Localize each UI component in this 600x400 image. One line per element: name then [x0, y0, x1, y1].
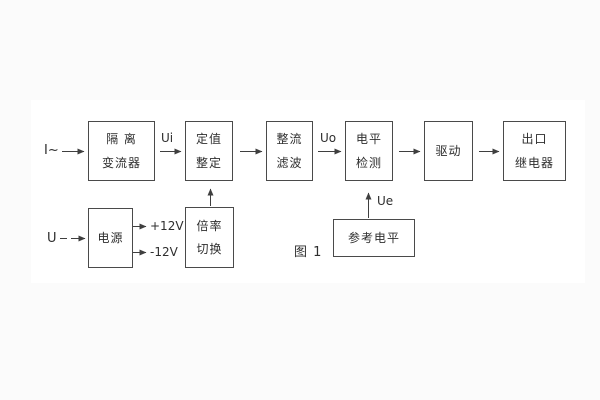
- label-minus-12v-rail: -12V: [150, 245, 178, 259]
- label-ui-signal: Ui: [161, 131, 174, 145]
- block-level-line2: 检测: [355, 155, 382, 170]
- label-current-input: I~: [44, 143, 59, 158]
- block-relay-line2: 继电器: [514, 155, 554, 170]
- block-rectifier-line2: 滤波: [276, 155, 303, 170]
- block-reference-level: 参考电平: [333, 219, 415, 257]
- label-plus-12v-rail: +12V: [150, 219, 184, 233]
- label-voltage-input: U: [47, 231, 57, 246]
- block-isolation-line1: 隔 离: [106, 132, 137, 147]
- figure-caption: 图 1: [294, 245, 323, 260]
- block-drive: 驱动: [424, 121, 473, 181]
- block-reference-line1: 参考电平: [347, 231, 400, 245]
- block-drive-line1: 驱动: [435, 144, 462, 158]
- block-relay-line1: 出口: [521, 132, 548, 147]
- block-power-line1: 电源: [97, 231, 124, 245]
- block-multiplier-line2: 切换: [196, 242, 223, 257]
- block-power-supply: 电源: [88, 208, 133, 268]
- block-setting-line2: 整定: [195, 155, 222, 170]
- block-setpoint-setting: 定值 整定: [185, 121, 233, 181]
- block-level-detection: 电平 检测: [345, 121, 393, 181]
- block-isolation-converter: 隔 离 变流器: [88, 121, 155, 181]
- label-uo-signal: Uo: [320, 131, 337, 145]
- block-rectifier-filter: 整流 滤波: [266, 121, 313, 181]
- label-ue-signal: Ue: [377, 194, 394, 208]
- block-level-line1: 电平: [355, 132, 382, 147]
- block-multiplier-switch: 倍率 切换: [185, 207, 234, 268]
- block-isolation-line2: 变流器: [101, 155, 141, 170]
- block-rectifier-line1: 整流: [276, 132, 303, 147]
- block-setting-line1: 定值: [195, 132, 222, 147]
- block-output-relay: 出口 继电器: [503, 121, 566, 181]
- block-multiplier-line1: 倍率: [196, 218, 223, 233]
